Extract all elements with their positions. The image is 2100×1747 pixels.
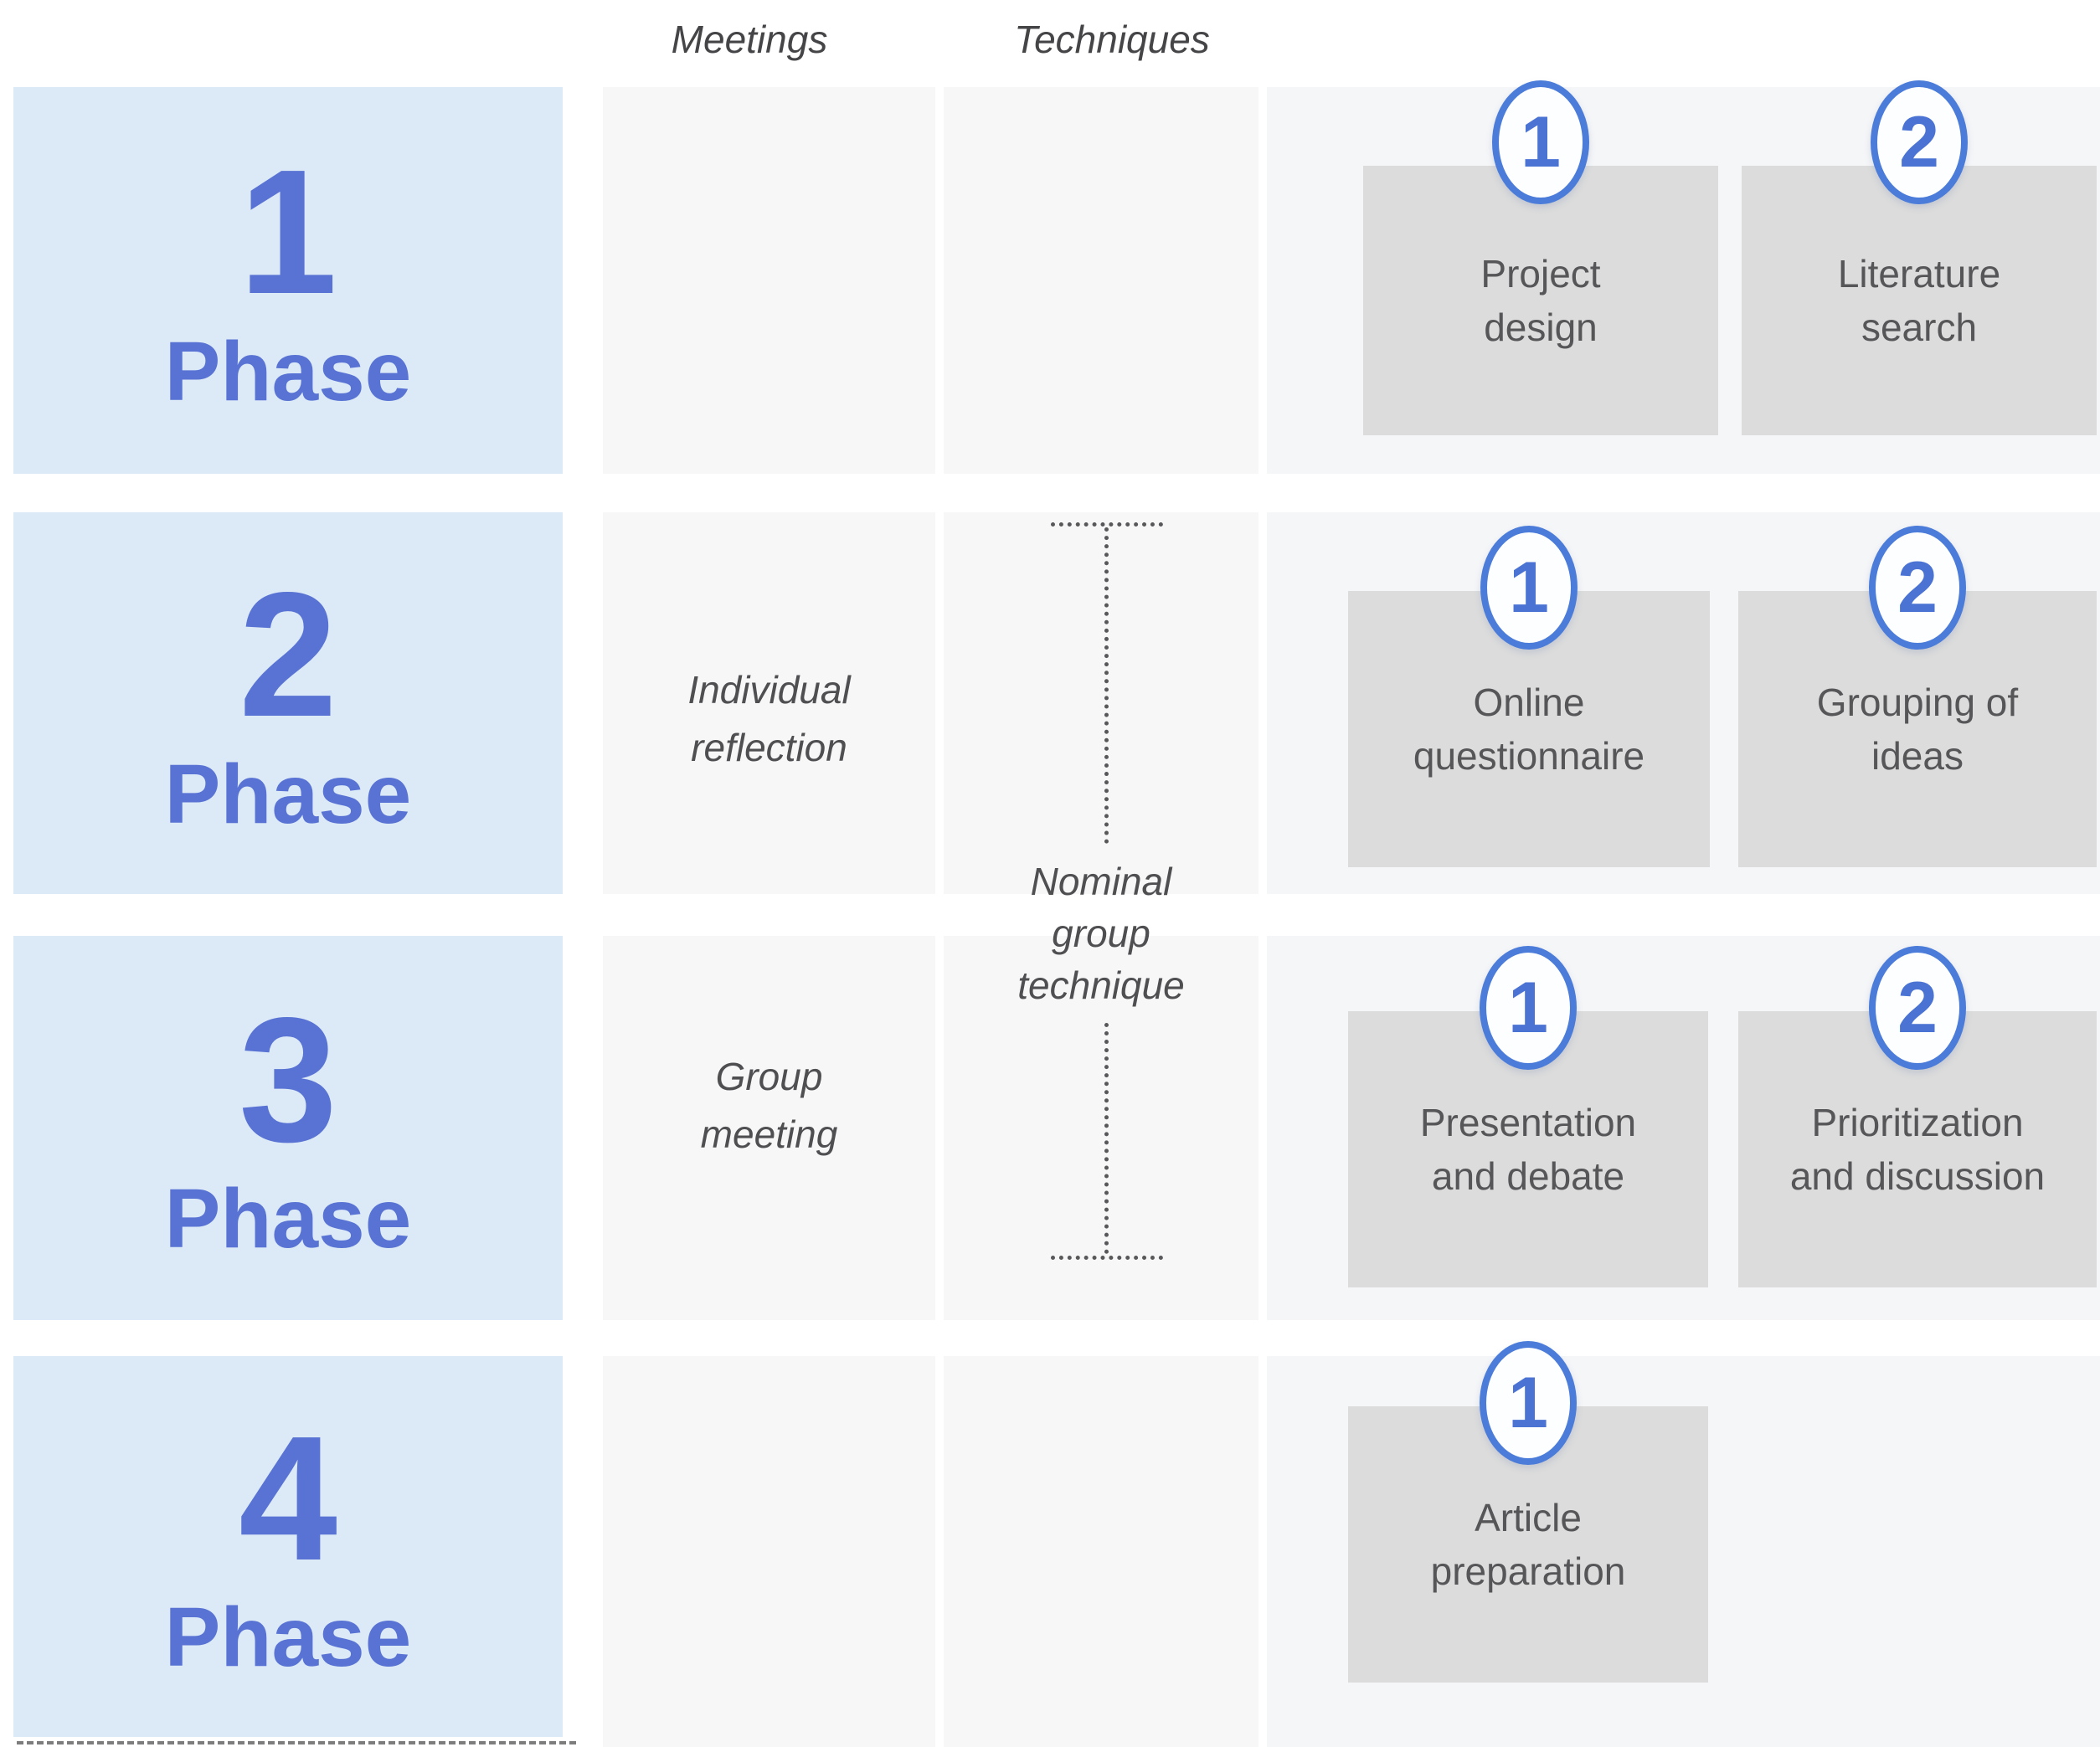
phase-4-number: 4 (239, 1398, 337, 1597)
step-title-line: questionnaire (1413, 734, 1645, 778)
meeting-label-line: Group (715, 1055, 823, 1098)
step-number-badge: 1 (1480, 1341, 1577, 1465)
phase-3-label: Phase (164, 1172, 412, 1267)
step-box-literature-search: Literature search (1742, 166, 2097, 435)
phase-3-number: 3 (239, 979, 337, 1179)
step-title-line: search (1861, 306, 1978, 349)
step-box-project-design: Project design (1363, 166, 1718, 435)
techniques-column-header: Techniques (1014, 18, 1210, 61)
phase-1-box: 1 Phase (13, 87, 563, 474)
step-title-line: Article (1475, 1495, 1582, 1539)
step-title-line: ideas (1871, 734, 1964, 778)
phase-2-label: Phase (164, 747, 412, 841)
phase-4-label: Phase (164, 1590, 412, 1685)
technique-label-nominal-group-technique: Nominal group technique (944, 856, 1258, 1011)
step-title-line: Grouping of (1816, 680, 2019, 724)
meetings-strip-row-4 (603, 1356, 935, 1747)
techniques-strip-row-4 (944, 1356, 1258, 1747)
meetings-column-header: Meetings (671, 18, 828, 61)
step-number-badge: 1 (1480, 946, 1577, 1070)
phase-1-label: Phase (164, 324, 412, 419)
step-number-badge: 1 (1492, 80, 1589, 204)
meetings-strip-row-2 (603, 512, 935, 894)
figure-bottom-edge (17, 1741, 576, 1744)
bracket-upper-line (1104, 527, 1109, 844)
meeting-label-line: reflection (691, 726, 847, 769)
meetings-strip-row-1 (603, 87, 935, 474)
meeting-label-group-meeting: Group meeting (603, 1048, 935, 1164)
step-number-badge: 2 (1869, 946, 1966, 1070)
meeting-label-line: meeting (700, 1112, 838, 1156)
step-title-line: preparation (1430, 1549, 1626, 1593)
phase-2-number: 2 (239, 555, 337, 754)
meetings-strip-row-3 (603, 936, 935, 1320)
step-title-line: Prioritization (1811, 1100, 2024, 1144)
phase-4-box: 4 Phase (13, 1356, 563, 1737)
technique-label-line: technique (1017, 963, 1185, 1008)
step-title-line: Literature (1837, 251, 2001, 295)
step-title-line: Presentation (1419, 1100, 1637, 1144)
techniques-strip-row-1 (944, 87, 1258, 474)
step-title-line: Project (1480, 251, 1601, 295)
step-title-line: design (1484, 306, 1598, 349)
meeting-label-line: Individual (687, 668, 851, 712)
bracket-bottom-cap (1051, 1256, 1163, 1260)
phase-3-box: 3 Phase (13, 936, 563, 1320)
meeting-label-individual-reflection: Individual reflection (603, 661, 935, 777)
phase-1-number: 1 (239, 132, 337, 331)
technique-label-line: group (1052, 912, 1150, 956)
techniques-strip-row-2 (944, 512, 1258, 894)
bracket-lower-line (1104, 1023, 1109, 1254)
step-number-badge: 1 (1480, 526, 1578, 650)
technique-label-line: Nominal (1030, 860, 1172, 903)
step-title-line: Online (1473, 680, 1585, 724)
bracket-top-cap (1051, 522, 1163, 527)
phase-2-box: 2 Phase (13, 512, 563, 894)
step-title-line: and discussion (1789, 1154, 2046, 1198)
step-number-badge: 2 (1869, 526, 1966, 650)
step-title-line: and debate (1431, 1154, 1625, 1198)
step-number-badge: 2 (1871, 80, 1968, 204)
step-box-online-questionnaire: Online questionnaire (1348, 591, 1710, 867)
